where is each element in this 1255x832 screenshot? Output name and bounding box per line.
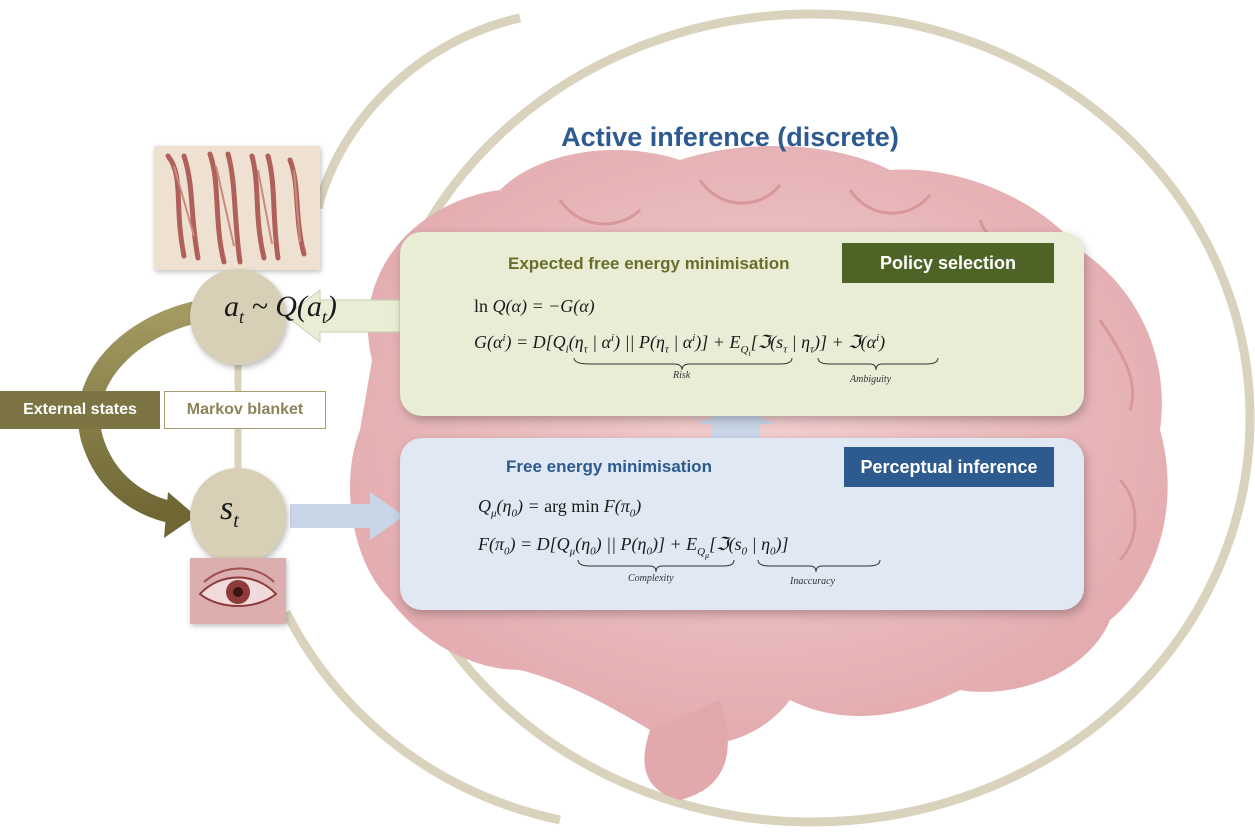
sensory-state-label: st bbox=[220, 490, 239, 532]
perceptual-inference-badge: Perceptual inference bbox=[844, 447, 1054, 487]
ambiguity-label: Ambiguity bbox=[850, 374, 892, 385]
outer-loop-left-bottom bbox=[281, 609, 561, 825]
action-state-label: at ~ Q(at) bbox=[224, 290, 337, 327]
policy-equation-1: ln Q(α) = −G(α) bbox=[474, 296, 595, 316]
policy-selection-badge: Policy selection bbox=[842, 243, 1054, 283]
policy-underbraces bbox=[573, 357, 939, 371]
perception-to-policy-arrow bbox=[698, 404, 774, 438]
eye-icon bbox=[190, 558, 286, 624]
complexity-label: Complexity bbox=[628, 573, 674, 584]
anatomy-sketch-icon bbox=[154, 146, 320, 270]
sensory-state-node bbox=[190, 468, 286, 564]
perception-underbraces bbox=[577, 559, 881, 573]
perception-equation-2: F(π0) = D[Qμ(η0) || P(η0)] + EQμ[ℑ(s0 | … bbox=[478, 534, 789, 560]
external-states-arrow bbox=[78, 301, 199, 523]
policy-equation-2: G(αi) = D[Qi(ητ | αi) || P(ητ | αi)] + E… bbox=[474, 332, 886, 358]
outer-loop-left-top bbox=[313, 13, 521, 210]
external-states-label: External states bbox=[0, 391, 160, 429]
risk-label: Risk bbox=[673, 370, 691, 381]
perception-heading: Free energy minimisation bbox=[506, 457, 712, 476]
external-states-arrowhead bbox=[164, 492, 196, 538]
sensory-to-perception-arrow bbox=[290, 492, 404, 540]
inaccuracy-label: Inaccuracy bbox=[790, 576, 835, 587]
policy-to-action-arrow bbox=[285, 288, 401, 344]
policy-heading: Expected free energy minimisation bbox=[508, 254, 790, 273]
diagram-title: Active inference (discrete) bbox=[561, 122, 899, 152]
action-state-node bbox=[190, 269, 286, 365]
markov-blanket-label: Markov blanket bbox=[164, 391, 326, 429]
perception-equation-1: Qμ(η0) = arg min F(π0) bbox=[478, 496, 642, 520]
